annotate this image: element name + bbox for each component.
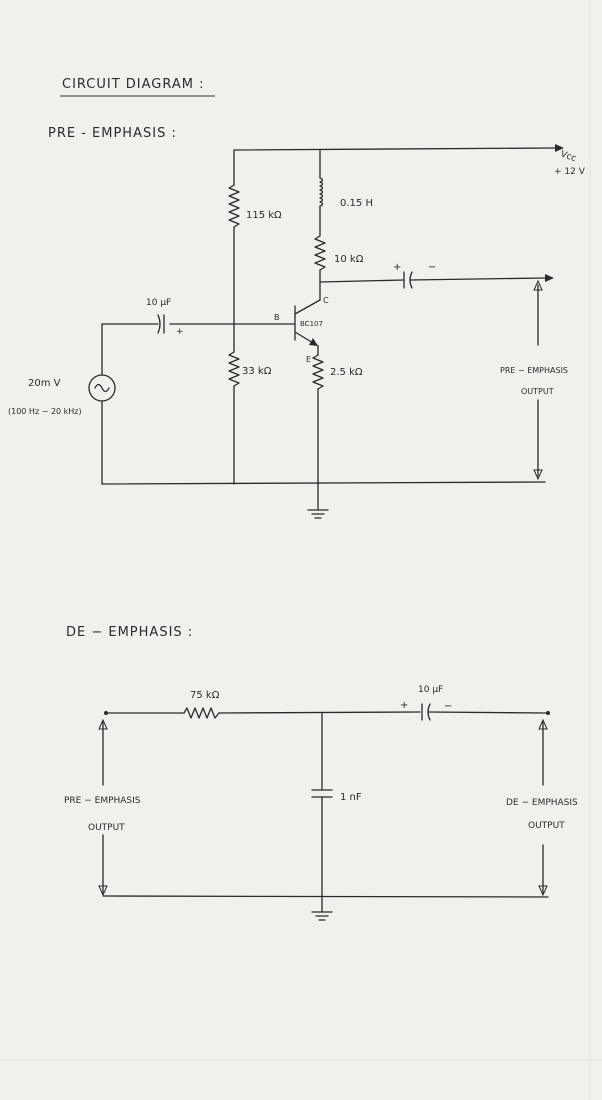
vcc-value: + 12 V xyxy=(554,167,586,177)
cin-plus: + xyxy=(176,327,184,337)
de-cap-label: 10 μF xyxy=(418,685,443,695)
inductor-label: 0.15 H xyxy=(340,198,373,209)
de-out-down-icon xyxy=(538,885,548,897)
pre-ground-icon xyxy=(307,509,329,519)
pin-e-label: E xyxy=(306,355,311,364)
r2-label: 33 kΩ xyxy=(242,366,272,377)
r1-resistor-icon xyxy=(228,184,240,228)
source-frequency: (100 Hz − 20 kHz) xyxy=(8,407,82,416)
vcc-rail xyxy=(233,147,556,151)
vcc-arrow-icon xyxy=(555,144,564,152)
pre-out-down-icon xyxy=(533,469,543,481)
de-resistor-label: 75 kΩ xyxy=(190,690,220,701)
de-input-label-2: OUTPUT xyxy=(88,823,125,833)
r1-label: 115 kΩ xyxy=(246,210,282,221)
de-emphasis-title: DE − EMPHASIS : xyxy=(66,625,193,640)
rc-label: 10 kΩ xyxy=(334,254,364,265)
de-cap-plus: + xyxy=(400,700,408,711)
pre-emphasis-title: PRE - EMPHASIS : xyxy=(48,126,177,141)
cout-minus: − xyxy=(428,262,436,273)
de-output-dot xyxy=(546,711,550,715)
de-top-wire-mid xyxy=(218,711,421,714)
pre-output-label-2: OUTPUT xyxy=(521,387,554,396)
pin-b-label: B xyxy=(274,313,280,322)
de-resistor-icon xyxy=(183,707,220,719)
emitter-arrow-icon xyxy=(309,338,318,346)
pre-ground-line xyxy=(101,481,546,485)
de-ground-line xyxy=(102,895,549,898)
pre-output-arrow-icon xyxy=(545,274,554,282)
cout-plus: + xyxy=(393,262,401,273)
transistor-label: BC107 xyxy=(300,320,323,328)
de-input-label-1: PRE − EMPHASIS xyxy=(64,796,141,806)
re-resistor-icon xyxy=(312,354,324,390)
source-amplitude: 20m V xyxy=(28,378,61,389)
ac-source-wave xyxy=(94,383,110,393)
de-out-up-icon xyxy=(538,718,548,730)
transistor-collector-leg xyxy=(294,299,321,315)
pre-output-label-1: PRE − EMPHASIS xyxy=(500,366,568,375)
inductor-icon xyxy=(319,177,324,207)
r2-resistor-icon xyxy=(228,351,240,387)
rc-resistor-icon xyxy=(314,235,326,271)
cin-plate-2 xyxy=(157,314,161,334)
page-heading: CIRCUIT DIAGRAM : xyxy=(62,77,205,92)
de-in-down-icon xyxy=(98,885,108,897)
re-label: 2.5 kΩ xyxy=(330,367,363,378)
de-output-label-1: DE − EMPHASIS xyxy=(506,798,578,808)
vcc-label: Vcc xyxy=(559,149,578,164)
collector-output-wire xyxy=(319,279,405,283)
de-in-up-icon xyxy=(98,718,108,730)
de-input-dot xyxy=(104,711,108,715)
cin-label: 10 μF xyxy=(146,298,171,308)
cout-right-wire xyxy=(409,277,546,281)
de-output-label-2: OUTPUT xyxy=(528,821,565,831)
pre-out-up-icon xyxy=(533,279,543,291)
de-top-wire-right xyxy=(427,711,547,714)
shunt-cap-label: 1 nF xyxy=(340,792,362,803)
de-cap-minus: − xyxy=(444,701,452,712)
pin-c-label: C xyxy=(323,296,329,305)
de-ground-icon xyxy=(311,911,333,921)
